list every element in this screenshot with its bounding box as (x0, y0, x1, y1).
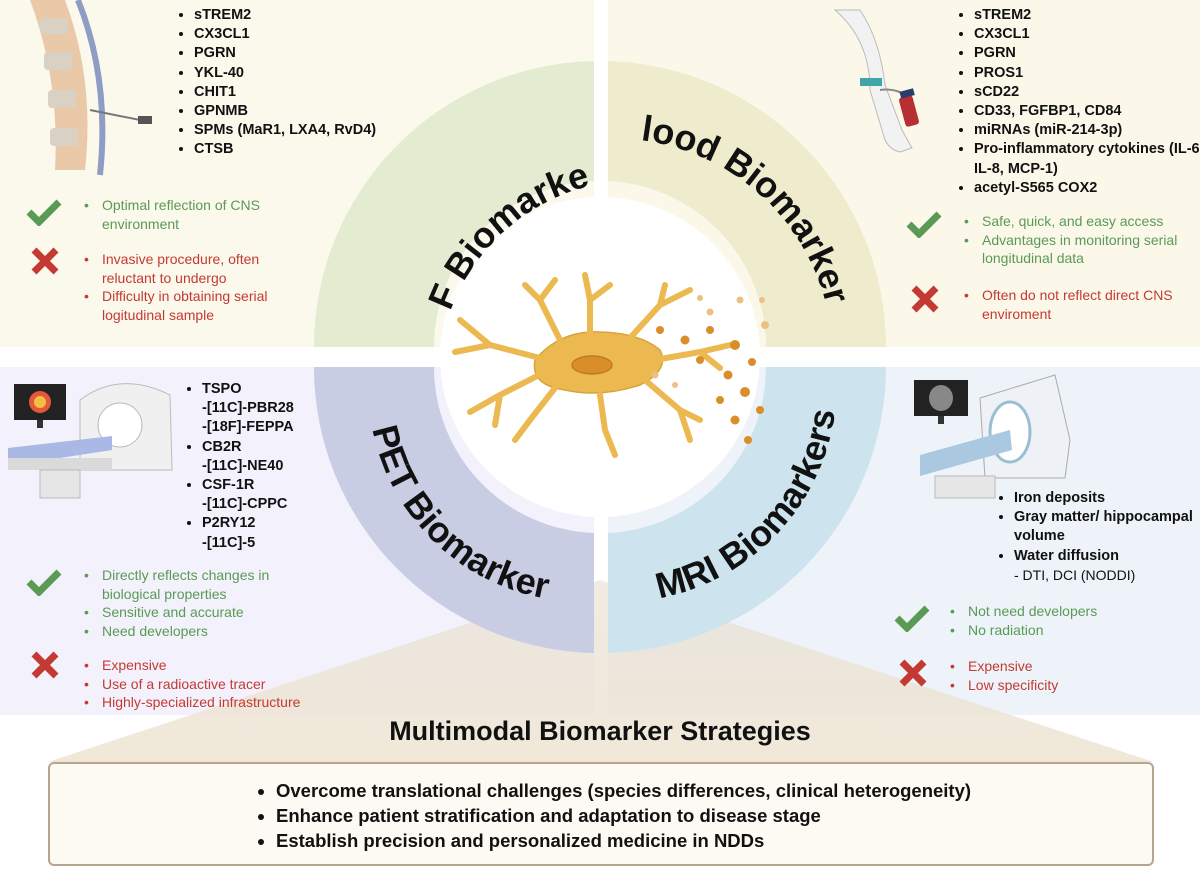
csf-marker: GPNMB (194, 102, 376, 121)
blood-marker: CD33, FGFBP1, CD84 (974, 102, 1200, 121)
csf-pros: •Optimal reflection of CNS environment (84, 196, 314, 233)
mri-marker: Iron deposits (1014, 489, 1200, 508)
mri-marker-list: Iron depositsGray matter/ hippocampal vo… (996, 489, 1200, 566)
csf-marker-list: sTREM2CX3CL1PGRNYKL-40CHIT1GPNMBSPMs (Ma… (176, 6, 376, 160)
ring-segment-blood (608, 61, 887, 347)
csf-marker: CTSB (194, 140, 376, 159)
cross-icon (30, 246, 60, 281)
pet-marker: TSPO (202, 380, 294, 399)
csf-cons: •Invasive procedure, often reluctant to … (84, 250, 314, 324)
cross-icon (898, 658, 928, 693)
cross-icon (30, 650, 60, 685)
pet-pro-item: Need developers (102, 622, 208, 639)
strategy-item: Establish precision and personalized med… (276, 828, 1152, 853)
cross-icon (910, 284, 940, 319)
blood-marker: PGRN (974, 44, 1200, 63)
mri-cons: •Expensive•Low specificity (950, 658, 1059, 693)
blood-marker: PROS1 (974, 64, 1200, 83)
csf-con-item: Invasive procedure, often reluctant to u… (102, 251, 260, 286)
pet-con-item: Highly-specialized infrastructure (102, 694, 301, 710)
pet-tracer: -[18F]-FEPPA (202, 419, 294, 436)
csf-marker: SPMs (MaR1, LXA4, RvD4) (194, 121, 376, 140)
strategies-list: Overcome translational challenges (speci… (258, 778, 1152, 853)
checkmark-icon (894, 604, 930, 637)
checkmark-icon (906, 210, 942, 243)
pet-tracer: -[11C]-PBR28 (202, 400, 294, 417)
blood-marker: Pro-inflammatory cytokines (IL-6, IL-8, … (974, 140, 1200, 178)
mri-scanner-icon (914, 374, 1071, 499)
mri-pro-item: Not need developers (968, 603, 1098, 619)
blood-marker-list: sTREM2CX3CL1PGRNPROS1sCD22CD33, FGFBP1, … (956, 6, 1200, 198)
blood-pro-item: Safe, quick, and easy access (982, 213, 1164, 229)
blood-con-item: Often do not reflect direct CNS envirome… (982, 287, 1173, 322)
microglia-cell-icon (452, 272, 733, 458)
pet-marker: CB2R (202, 438, 294, 457)
pet-con-item: Expensive (102, 657, 167, 673)
mri-marker: Gray matter/ hippocampal volume (1014, 508, 1200, 546)
pet-marker-list: TSPO-[11C]-PBR28 -[18F]-FEPPA CB2R-[11C]-N… (184, 380, 294, 553)
blood-pro-item: Advantages in monitoring serial longitud… (982, 231, 1178, 267)
csf-marker: PGRN (194, 44, 376, 63)
csf-con-item: Difficulty in obtaining serial logitudin… (102, 288, 268, 323)
pet-marker: CSF-1R (202, 476, 294, 495)
csf-marker: CHIT1 (194, 83, 376, 102)
checkmark-icon (26, 198, 62, 231)
checkmark-icon (26, 568, 62, 601)
blood-cons: •Often do not reflect direct CNS envirom… (964, 286, 1194, 323)
pet-tracer: -[11C]-5 (202, 534, 256, 551)
csf-pro-item: Optimal reflection of CNS environment (102, 197, 260, 232)
blood-marker: sTREM2 (974, 6, 1200, 25)
mri-marker: Water diffusion (1014, 547, 1200, 566)
blood-marker: sCD22 (974, 83, 1200, 102)
pet-pros: •Directly reflects changes in biological… (84, 566, 324, 640)
pet-scanner-icon (8, 383, 173, 499)
pet-tracer: -[11C]-NE40 (202, 457, 284, 474)
blood-pros: •Safe, quick, and easy access•Advantages… (964, 212, 1194, 268)
mri-pro-item: No radiation (968, 621, 1044, 638)
arm-blood-draw-icon (833, 9, 919, 153)
mri-con-item: Low specificity (968, 676, 1059, 693)
blood-marker: miRNAs (miR-214-3p) (974, 121, 1200, 140)
csf-marker: CX3CL1 (194, 25, 376, 44)
spine-needle-icon (30, 0, 152, 176)
csf-marker: sTREM2 (194, 6, 376, 25)
blood-marker: acetyl-S565 COX2 (974, 179, 1200, 198)
secreted-particles (651, 295, 769, 444)
pet-con-item: Use of a radioactive tracer (102, 675, 266, 692)
mri-con-item: Expensive (968, 658, 1033, 674)
strategies-title: Multimodal Biomarker Strategies (389, 716, 811, 746)
ring-segment-csf (314, 61, 594, 347)
mri-marker-sub: - DTI, DCI (NODDI) (1014, 567, 1136, 583)
pyramid-beam (48, 580, 1154, 762)
mri-pros: •Not need developers•No radiation (950, 603, 1098, 638)
pet-pro-item: Directly reflects changes in biological … (102, 567, 270, 602)
pet-cons: •Expensive•Use of a radioactive tracer•H… (84, 657, 301, 710)
strategies-box: Overcome translational challenges (speci… (48, 762, 1154, 866)
strategy-item: Enhance patient stratification and adapt… (276, 803, 1152, 828)
csf-marker: YKL-40 (194, 64, 376, 83)
strategy-item: Overcome translational challenges (speci… (276, 778, 1152, 803)
blood-marker: CX3CL1 (974, 25, 1200, 44)
ring-segment-mri (608, 367, 887, 653)
pet-tracer: -[11C]-CPPC (202, 496, 288, 513)
ring-segment-pet (314, 367, 594, 653)
pet-marker: P2RY12 (202, 514, 294, 533)
pet-pro-item: Sensitive and accurate (102, 604, 244, 620)
